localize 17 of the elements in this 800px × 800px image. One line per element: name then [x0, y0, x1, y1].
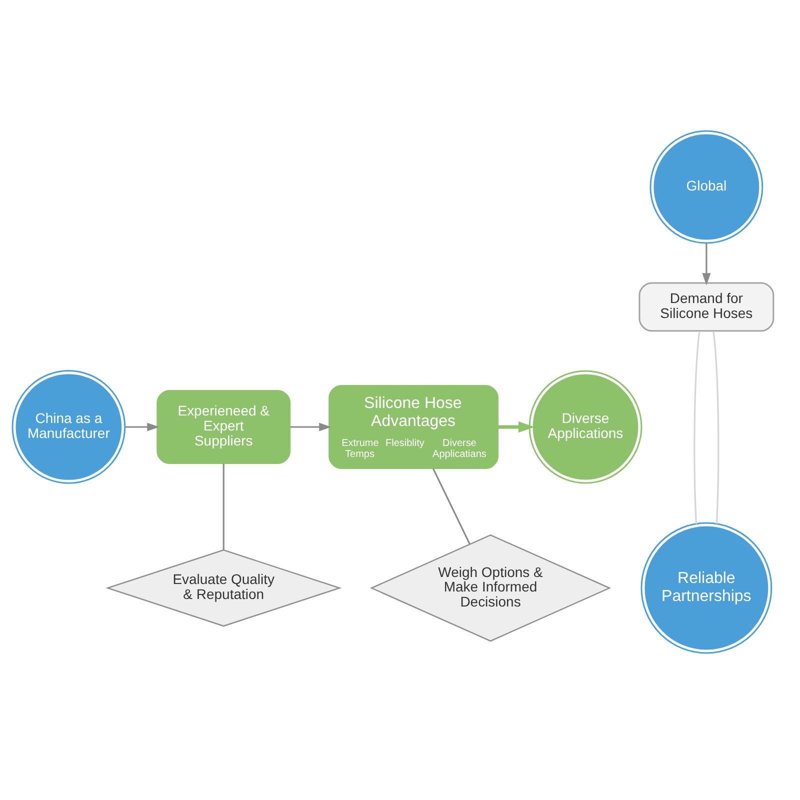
node-circle: China as a Manufacturer	[12, 370, 126, 484]
connector	[694, 331, 700, 524]
arrow	[498, 421, 534, 433]
node-diamond: Weigh Options & Make Informed Decisions	[370, 534, 612, 642]
connector	[222, 464, 224, 550]
connector	[432, 468, 470, 544]
node-circle: Reliable Partnerships	[640, 522, 772, 654]
node-circle: Global	[650, 130, 764, 244]
arrow	[124, 422, 160, 432]
node-box: Demand for Silicone Hoses	[638, 282, 774, 332]
node-circle: Diverse Applications	[528, 370, 642, 484]
connector	[712, 331, 720, 524]
node-diamond: Evaluate Quality & Reputation	[106, 549, 342, 627]
arrow	[290, 422, 332, 432]
arrow	[702, 243, 711, 286]
node-box: Silicone Hose Advantages Extrume Temps Flesiblity Diverse Applicatians	[328, 385, 498, 469]
node-box: Experieneed & Expert Suppliers	[156, 390, 291, 464]
